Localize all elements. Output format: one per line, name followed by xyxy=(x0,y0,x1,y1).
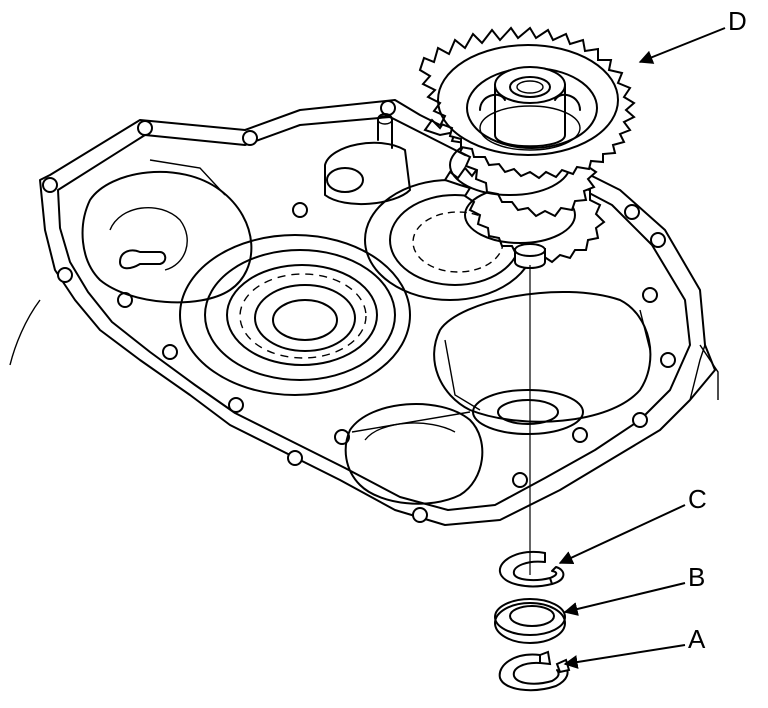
part-c-snap-ring xyxy=(498,550,565,588)
right-cavity xyxy=(433,290,652,435)
leader-line-c xyxy=(558,504,686,565)
label-d: D xyxy=(728,6,747,36)
label-b: B xyxy=(688,562,705,592)
label-a: A xyxy=(688,624,706,654)
case-housing xyxy=(9,99,719,526)
part-b-bearing-race xyxy=(494,598,566,644)
callout-a: A xyxy=(563,624,706,669)
label-c: C xyxy=(688,484,707,514)
bolt-holes xyxy=(42,100,676,523)
left-cavity xyxy=(81,159,253,304)
callout-d: D xyxy=(638,6,747,64)
leader-line-b xyxy=(563,582,686,616)
leader-line-d xyxy=(638,27,726,64)
callout-b: B xyxy=(563,562,705,616)
part-a-circlip xyxy=(498,650,571,692)
leader-line-a xyxy=(563,644,686,669)
countershaft-gear-assembly xyxy=(418,26,636,269)
center-bearing xyxy=(179,234,411,396)
callout-c: C xyxy=(558,484,707,565)
lower-cavity xyxy=(344,403,484,505)
boss-pin xyxy=(324,113,411,206)
